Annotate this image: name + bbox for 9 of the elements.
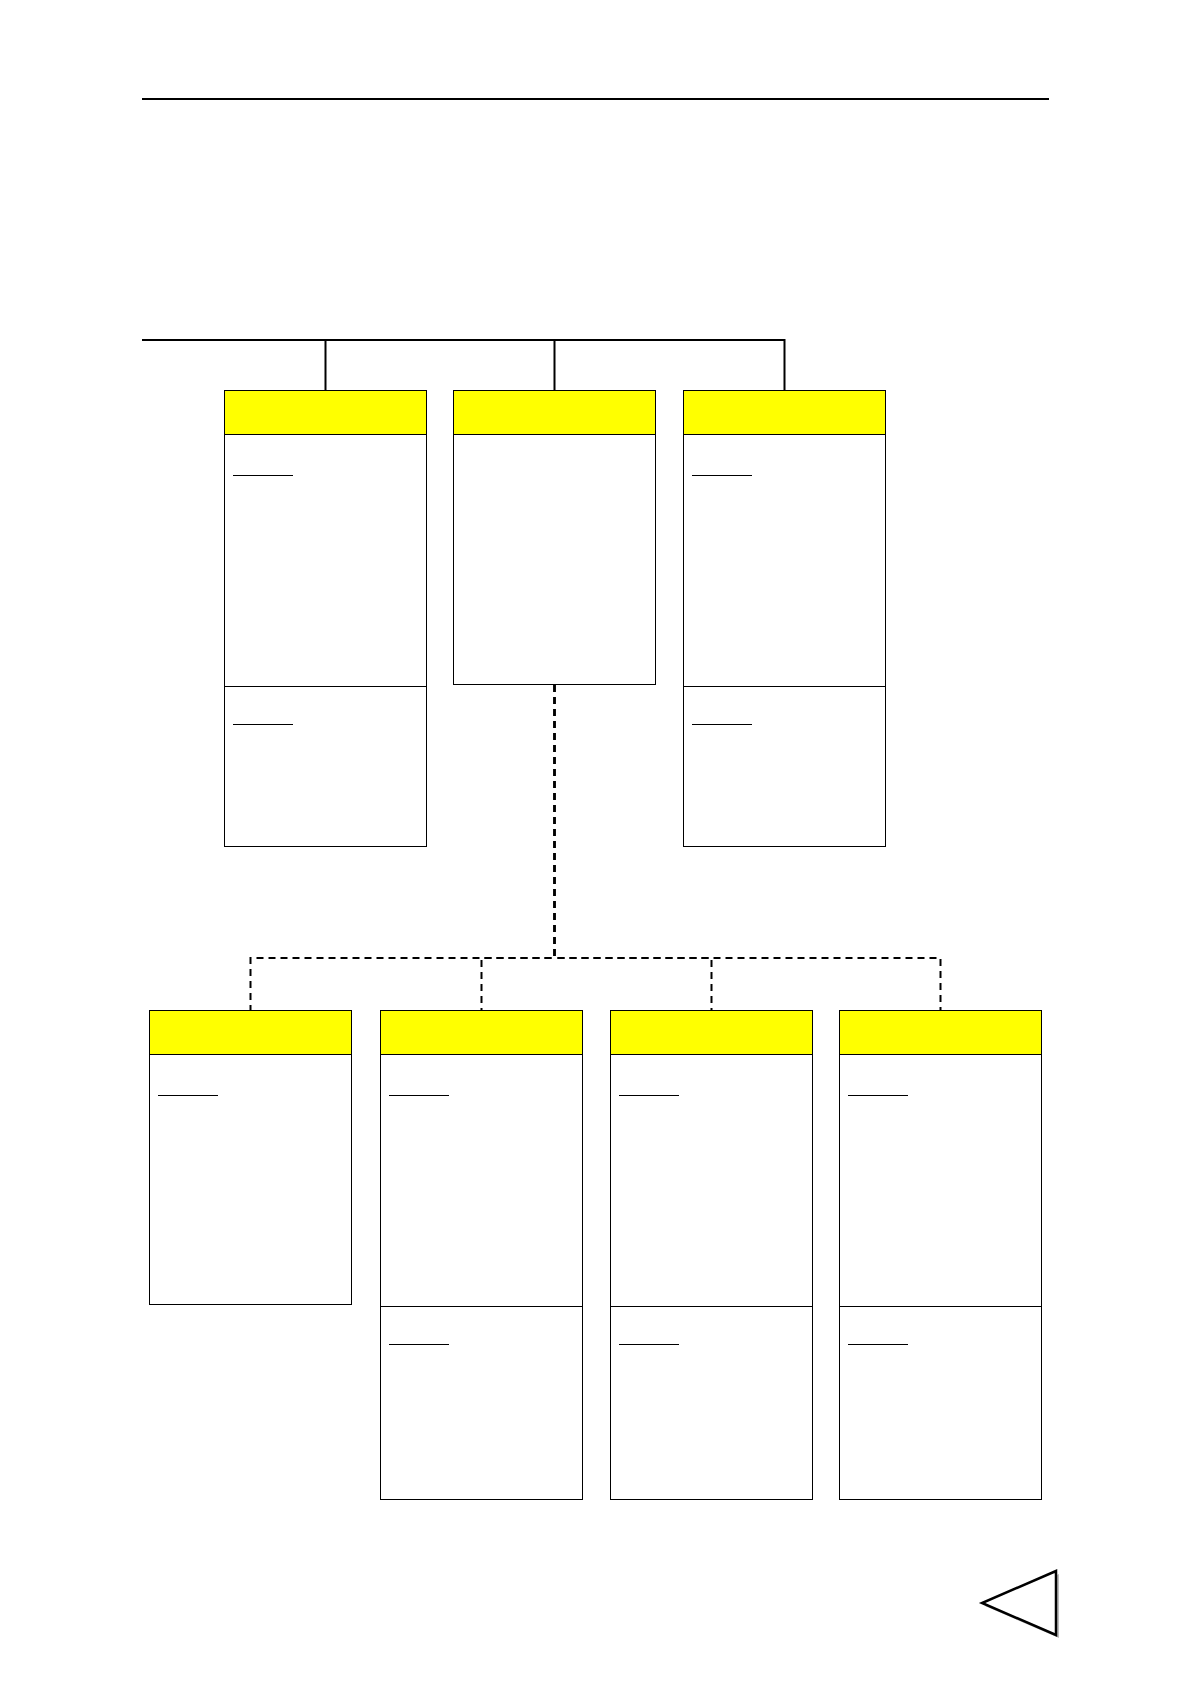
card [453, 390, 656, 685]
card [610, 1010, 813, 1500]
card [683, 390, 886, 847]
card [149, 1010, 352, 1305]
card [380, 1010, 583, 1500]
connector-line [249, 684, 556, 1011]
connector-line [141, 339, 327, 391]
card [839, 1010, 1042, 1500]
card [224, 390, 427, 847]
